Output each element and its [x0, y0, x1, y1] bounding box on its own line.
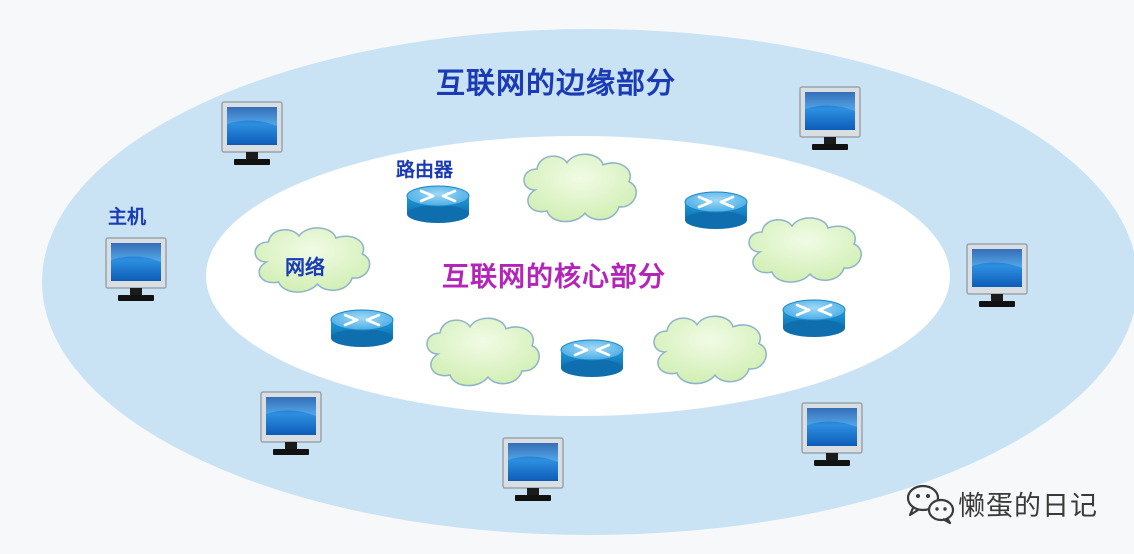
router-icon — [329, 308, 395, 349]
router-icon — [559, 338, 625, 379]
router-label: 路由器 — [396, 159, 454, 181]
host-label: 主机 — [108, 206, 147, 228]
router-icon — [781, 298, 847, 339]
router-icon — [683, 190, 749, 231]
watermark-text: 懒蛋的日记 — [958, 491, 1098, 522]
router-icon — [405, 184, 471, 225]
network-label: 网络 — [285, 255, 325, 279]
core-title: 互联网的核心部分 — [442, 262, 666, 293]
core-region — [206, 136, 950, 416]
edge-title: 互联网的边缘部分 — [436, 66, 677, 100]
wechat-icon — [906, 484, 955, 525]
